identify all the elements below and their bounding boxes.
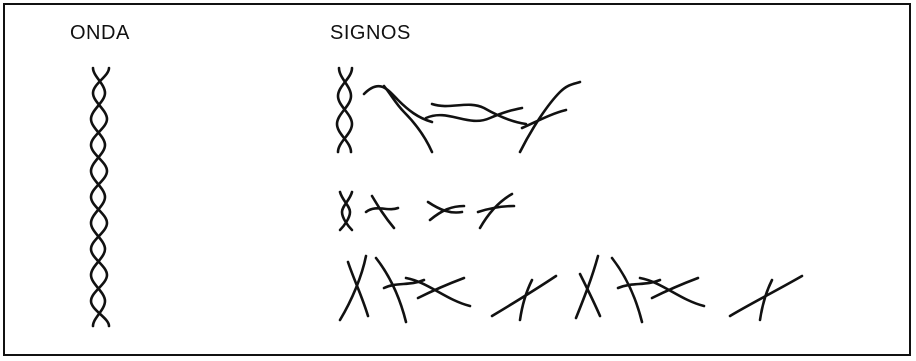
row1-horizontal-a <box>424 106 524 123</box>
row2-twist-b <box>428 204 466 222</box>
row2-x-b <box>340 190 354 232</box>
row2-cross-b <box>370 194 396 230</box>
row1-slash-a <box>518 80 582 154</box>
row3-slash2-a <box>728 274 804 318</box>
row3-x2-a <box>578 272 602 318</box>
row3-slash2-b <box>758 278 774 322</box>
row3-slash-a <box>490 274 558 318</box>
row1-diagonal-a <box>362 84 434 124</box>
diagram-frame <box>3 3 911 356</box>
row3-twist-b <box>416 276 466 300</box>
wave-strand-a <box>89 66 107 328</box>
row3-x-a <box>346 260 370 318</box>
wave-label: ONDA <box>70 22 130 44</box>
row3-twist-a <box>404 276 472 308</box>
row3-x2-b <box>574 254 600 320</box>
wave-strand-b <box>89 66 111 328</box>
row3-cross2-b <box>616 278 662 290</box>
row3-cross-a <box>374 256 408 324</box>
row3-x-b <box>338 254 368 322</box>
row2-slash-b <box>476 204 516 214</box>
row3-twist2-b <box>650 276 700 300</box>
row2-cross-a <box>364 206 400 214</box>
row3-cross-b <box>382 278 426 290</box>
signs-row-2 <box>338 190 516 232</box>
row1-horizontal-b <box>430 102 528 126</box>
row3-twist2-a <box>638 276 706 308</box>
row2-x-a <box>338 190 352 232</box>
wave-braid <box>89 66 111 328</box>
signs-label: SIGNOS <box>330 22 411 44</box>
signs-row-3 <box>338 254 804 324</box>
row1-vertical-braid-b <box>336 66 354 154</box>
row1-diagonal-b <box>382 84 434 154</box>
row3-cross2-a <box>610 256 644 324</box>
signs-row-1 <box>335 66 582 154</box>
row3-slash-b <box>518 278 534 322</box>
row1-slash-b <box>520 108 568 130</box>
